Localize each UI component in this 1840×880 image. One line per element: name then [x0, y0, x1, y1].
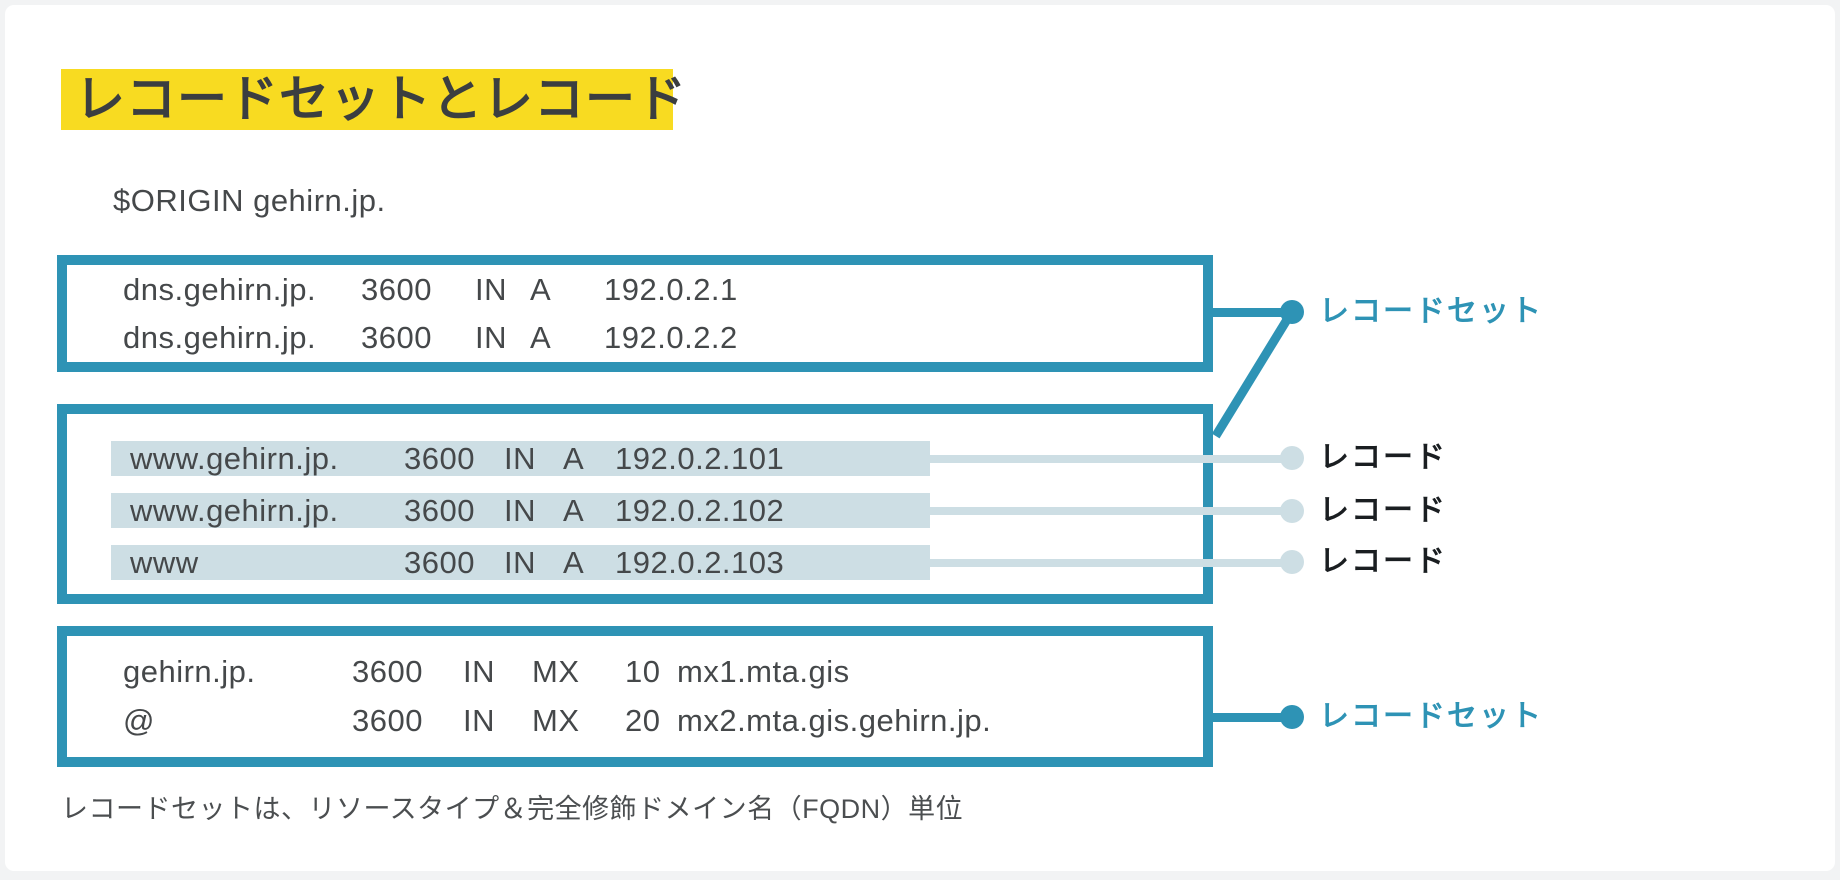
label-record-set-1: レコードセット — [1319, 295, 1543, 328]
connector-diagonal-line — [1211, 309, 1296, 439]
record-value: 192.0.2.2 — [604, 319, 738, 355]
connector-dot-record-2 — [1280, 499, 1304, 523]
record-ttl: 3600 — [361, 319, 432, 355]
record-value: mx1.mta.gis — [677, 654, 850, 689]
record-class: IN — [463, 703, 495, 738]
record-value: 192.0.2.101 — [615, 440, 785, 476]
connector-dot-record-3 — [1280, 550, 1304, 574]
record-type: A — [530, 271, 552, 307]
highlighted-record-row: www.gehirn.jp. 3600 IN A 192.0.2.101 — [111, 441, 930, 476]
record-class: IN — [463, 654, 495, 689]
footnote-caption: レコードセットは、リソースタイプ＆完全修飾ドメイン名（FQDN）単位 — [61, 794, 964, 824]
recordset-box-mx: gehirn.jp. 3600 IN MX 10 mx1.mta.gis @ 3… — [57, 626, 1213, 767]
record-type: A — [530, 319, 552, 355]
highlighted-record-row: www 3600 IN A 192.0.2.103 — [111, 545, 930, 580]
connector-line-record-2 — [926, 507, 1292, 515]
record-ttl: 3600 — [404, 440, 475, 476]
label-record-3: レコード — [1319, 545, 1447, 578]
record-ttl: 3600 — [404, 492, 475, 528]
connector-line-recordset-1 — [1213, 308, 1293, 317]
record-priority: 10 — [625, 654, 661, 689]
record-class: IN — [475, 319, 507, 355]
connector-dot-recordset-2 — [1280, 705, 1304, 729]
dns-record-row: dns.gehirn.jp. 3600 IN A 192.0.2.1 — [123, 266, 1203, 314]
record-name: dns.gehirn.jp. — [123, 271, 317, 307]
recordset-box-dns: dns.gehirn.jp. 3600 IN A 192.0.2.1 dns.g… — [57, 255, 1213, 372]
record-ttl: 3600 — [361, 271, 432, 307]
record-class: IN — [475, 271, 507, 307]
record-name: www — [130, 544, 199, 580]
label-record-1: レコード — [1319, 441, 1447, 474]
origin-line: $ORIGIN gehirn.jp. — [113, 183, 386, 218]
mx-record-row: gehirn.jp. 3600 IN MX 10 mx1.mta.gis — [123, 648, 1203, 697]
highlighted-record-row: www.gehirn.jp. 3600 IN A 192.0.2.102 — [111, 493, 930, 528]
mx-record-row: @ 3600 IN MX 20 mx2.mta.gis.gehirn.jp. — [123, 697, 1203, 746]
record-name: www.gehirn.jp. — [130, 440, 339, 476]
page-title: レコードセットとレコード — [61, 69, 686, 130]
record-type: A — [563, 492, 585, 528]
slide-card: レコードセットとレコード $ORIGIN gehirn.jp. dns.gehi… — [5, 5, 1835, 871]
record-value: 192.0.2.1 — [604, 271, 738, 307]
record-value: mx2.mta.gis.gehirn.jp. — [677, 703, 992, 738]
connector-dot-recordset-1 — [1280, 300, 1304, 324]
label-record-set-2: レコードセット — [1319, 700, 1543, 733]
record-type: MX — [532, 654, 580, 689]
connector-line-record-1 — [926, 455, 1292, 463]
record-class: IN — [504, 440, 536, 476]
record-type: A — [563, 544, 585, 580]
dns-record-row: dns.gehirn.jp. 3600 IN A 192.0.2.2 — [123, 314, 1203, 362]
record-name: @ — [123, 703, 155, 738]
record-value: 192.0.2.102 — [615, 492, 785, 528]
record-class: IN — [504, 544, 536, 580]
connector-line-record-3 — [926, 559, 1292, 567]
record-ttl: 3600 — [352, 654, 423, 689]
record-name: www.gehirn.jp. — [130, 492, 339, 528]
record-value: 192.0.2.103 — [615, 544, 785, 580]
record-type: MX — [532, 703, 580, 738]
connector-dot-record-1 — [1280, 446, 1304, 470]
record-type: A — [563, 440, 585, 476]
record-priority: 20 — [625, 703, 661, 738]
record-class: IN — [504, 492, 536, 528]
record-ttl: 3600 — [404, 544, 475, 580]
record-name: gehirn.jp. — [123, 654, 256, 689]
connector-line-recordset-2 — [1213, 713, 1293, 722]
record-ttl: 3600 — [352, 703, 423, 738]
record-name: dns.gehirn.jp. — [123, 319, 317, 355]
label-record-2: レコード — [1319, 494, 1447, 527]
